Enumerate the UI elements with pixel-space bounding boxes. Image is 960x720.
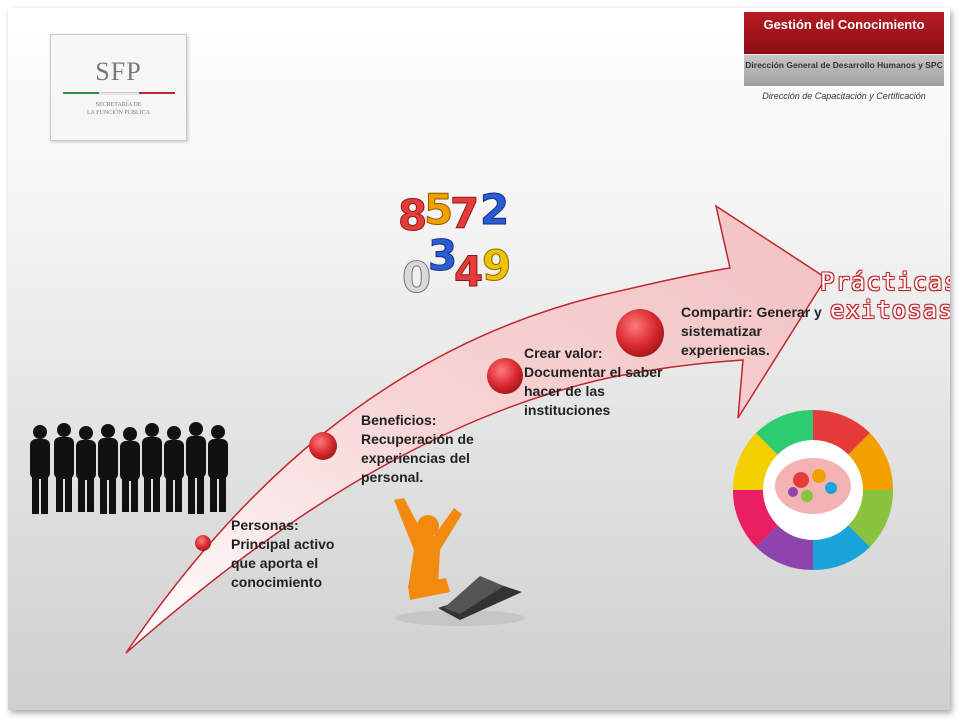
svg-text:4: 4 <box>454 247 483 296</box>
svg-text:5: 5 <box>424 185 453 234</box>
slide: SFP SECRETARÍA DE LA FUNCIÓN PÚBLICA Ges… <box>8 8 950 710</box>
svg-text:2: 2 <box>480 185 509 234</box>
logo-line1: SECRETARÍA DE <box>95 102 142 108</box>
header-box: Gestión del Conocimiento Dirección Gener… <box>744 12 944 101</box>
people-silhouettes-icon <box>30 422 228 514</box>
knowledge-network-icon <box>732 409 894 571</box>
svg-text:8: 8 <box>398 191 427 240</box>
growth-arrow <box>125 204 828 654</box>
person-laptop-icon <box>394 498 525 626</box>
header-caption: Dirección de Capacitación y Certificació… <box>762 91 926 101</box>
step-label-3: Crear valor: Documentar el saber hacer d… <box>524 345 663 418</box>
goal-line1: Prácticas <box>820 268 950 296</box>
numbers-balloons-icon: 8 5 7 2 0 3 4 9 <box>398 185 512 300</box>
step-dot-2 <box>309 432 337 460</box>
header-subtitle: Dirección General de Desarrollo Humanos … <box>744 54 944 86</box>
logo-line-white <box>99 92 139 95</box>
svg-text:3: 3 <box>428 231 457 280</box>
step-label-1: Personas: Principal activo que aporta el… <box>231 517 335 590</box>
sfp-logo: SFP SECRETARÍA DE LA FUNCIÓN PÚBLICA <box>50 34 187 141</box>
logo-line-red <box>139 92 175 94</box>
step-dot-3 <box>487 358 523 394</box>
logo-line2: LA FUNCIÓN PÚBLICA <box>86 110 150 116</box>
svg-text:9: 9 <box>482 241 511 290</box>
svg-text:7: 7 <box>450 189 479 238</box>
step-label-2: Beneficios: Recuperación de experiencias… <box>361 412 474 485</box>
svg-text:0: 0 <box>402 253 431 299</box>
goal-line2: exitosas <box>830 296 950 324</box>
step-dot-4 <box>616 309 664 357</box>
logo-line-green <box>63 92 99 94</box>
step-label-4: Compartir: Generar y sistematizar experi… <box>681 304 822 358</box>
step-dot-1 <box>195 535 211 551</box>
header-title: Gestión del Conocimiento <box>744 12 944 54</box>
goal-text: Prácticas exitosas <box>820 270 950 322</box>
logo-acronym: SFP <box>95 57 142 86</box>
